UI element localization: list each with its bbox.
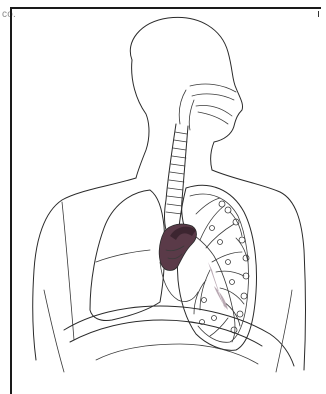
abdomen-line [96, 344, 258, 364]
pulmonary-vessel-shading [208, 262, 228, 312]
right-shoulder-outline [212, 170, 306, 370]
nasal-cavity [190, 84, 236, 100]
left-lung-fissure [96, 250, 150, 262]
left-lung-outline [90, 190, 165, 321]
alveoli-clusters [200, 201, 250, 333]
lower-torso-right [276, 290, 292, 372]
bronchial-tree [186, 198, 248, 342]
left-arm-line [62, 202, 74, 340]
diaphragm [64, 306, 294, 366]
back-of-head [132, 60, 149, 178]
right-lung-outline [177, 185, 256, 350]
left-shoulder-outline [33, 178, 136, 360]
lower-torso-left [44, 290, 64, 372]
oral-cavity [196, 105, 232, 124]
